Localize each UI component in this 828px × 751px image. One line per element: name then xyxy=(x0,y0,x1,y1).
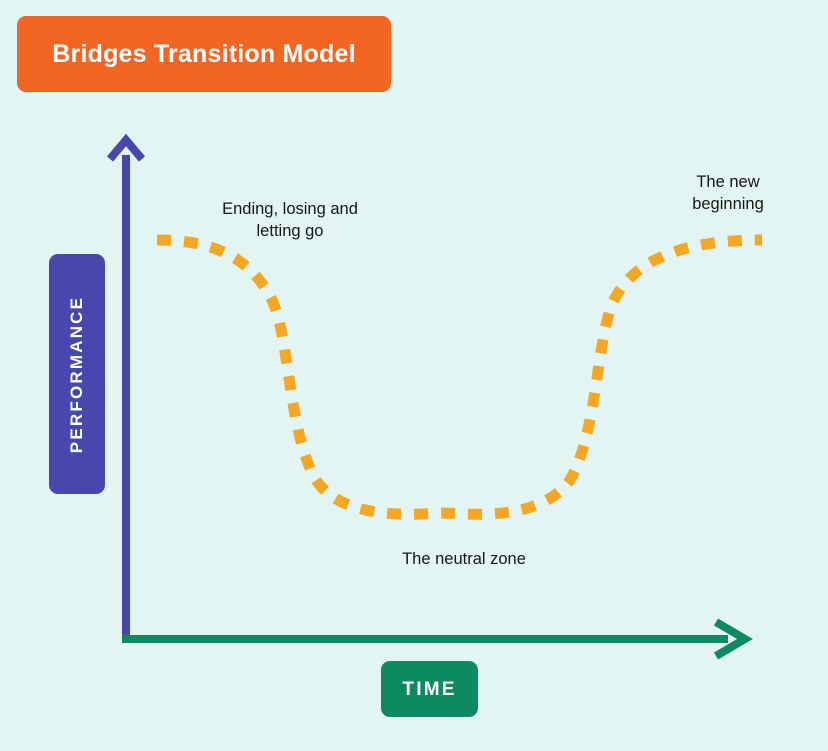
x-axis-label-badge: TIME xyxy=(381,661,478,717)
y-axis-label-badge: PERFORMANCE xyxy=(49,254,105,494)
annotation-ending-losing-letting-go: Ending, losing and letting go xyxy=(222,200,358,241)
y-axis-label: PERFORMANCE xyxy=(67,295,87,453)
annotation-the-neutral-zone: The neutral zone xyxy=(402,550,526,568)
x-axis-arrowhead-icon xyxy=(713,618,753,660)
x-axis-label: TIME xyxy=(402,678,457,700)
annotation-the-new-beginning: The new beginning xyxy=(692,173,764,214)
page-title: Bridges Transition Model xyxy=(52,39,356,68)
y-axis-arrowhead-icon xyxy=(106,133,146,162)
title-banner: Bridges Transition Model xyxy=(17,16,391,92)
transition-curve xyxy=(156,234,763,520)
